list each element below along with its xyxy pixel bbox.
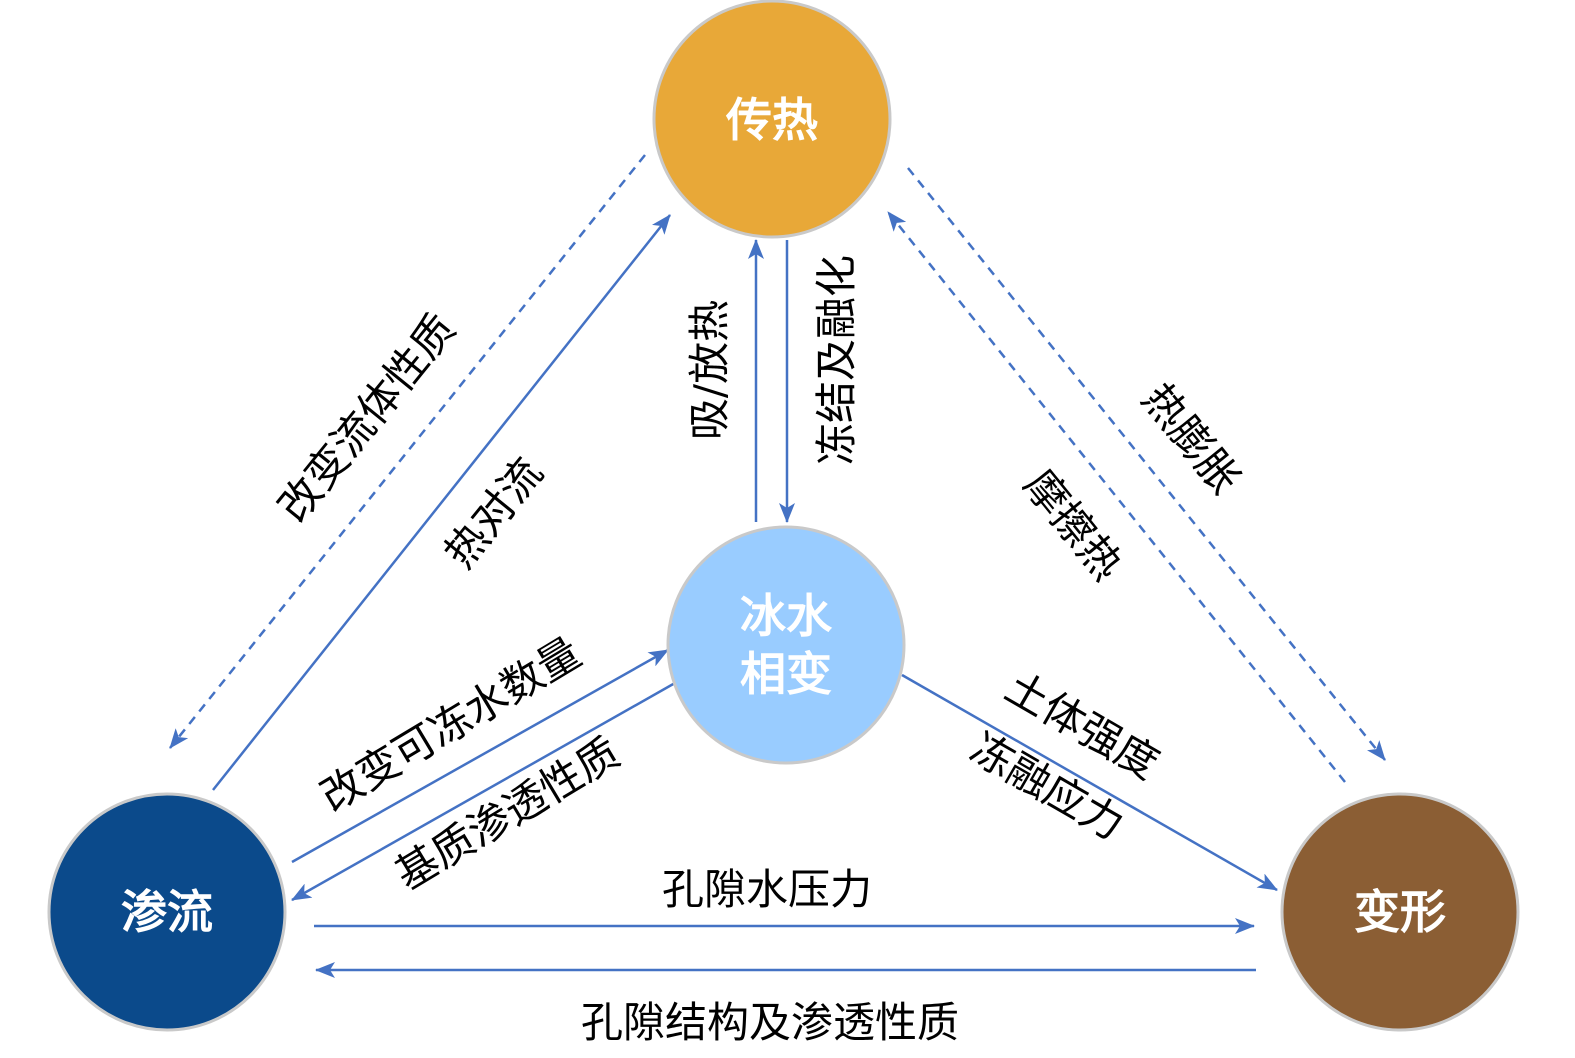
node-phase-circle: [666, 525, 906, 765]
arrow-phase-to-deform: [901, 673, 1278, 892]
node-deform-label: 变形: [1354, 885, 1446, 939]
label-seepage-to-heat: 热对流: [435, 448, 552, 577]
label-seepage-to-deform: 孔隙水压力: [662, 865, 872, 914]
node-seepage-label: 渗流: [121, 885, 213, 939]
label-deform-to-heat: 摩擦热: [1015, 460, 1132, 589]
label-heat-to-phase: 冻结及融化: [812, 255, 861, 465]
node-heat-circle: [652, 0, 892, 239]
arrow-phase-to-seepage: [291, 681, 676, 902]
node-seepage: 渗流: [47, 792, 287, 1032]
node-heat: 传热: [652, 0, 892, 239]
label-heat-to-deform: 热膨胀: [1133, 374, 1250, 503]
arrow-seepage-to-phase: [291, 648, 669, 864]
label-phase-to-heat: 吸/放热: [685, 300, 734, 440]
arrow-seepage-to-heat: [212, 214, 671, 791]
node-heat-label: 传热: [725, 93, 818, 147]
node-deform: 变形: [1280, 792, 1520, 1032]
node-seepage-circle: [47, 792, 287, 1032]
label-deform-to-seepage: 孔隙结构及渗透性质: [581, 998, 959, 1047]
node-phase: 冰水 相变: [666, 525, 906, 765]
node-phase-label-line2: 相变: [740, 647, 832, 701]
arrow-deform-to-heat: [887, 211, 1346, 783]
arrows: [169, 154, 1386, 978]
node-deform-circle: [1280, 792, 1520, 1032]
node-phase-label-line1: 冰水: [740, 589, 833, 643]
arrow-heat-to-deform: [907, 167, 1386, 761]
